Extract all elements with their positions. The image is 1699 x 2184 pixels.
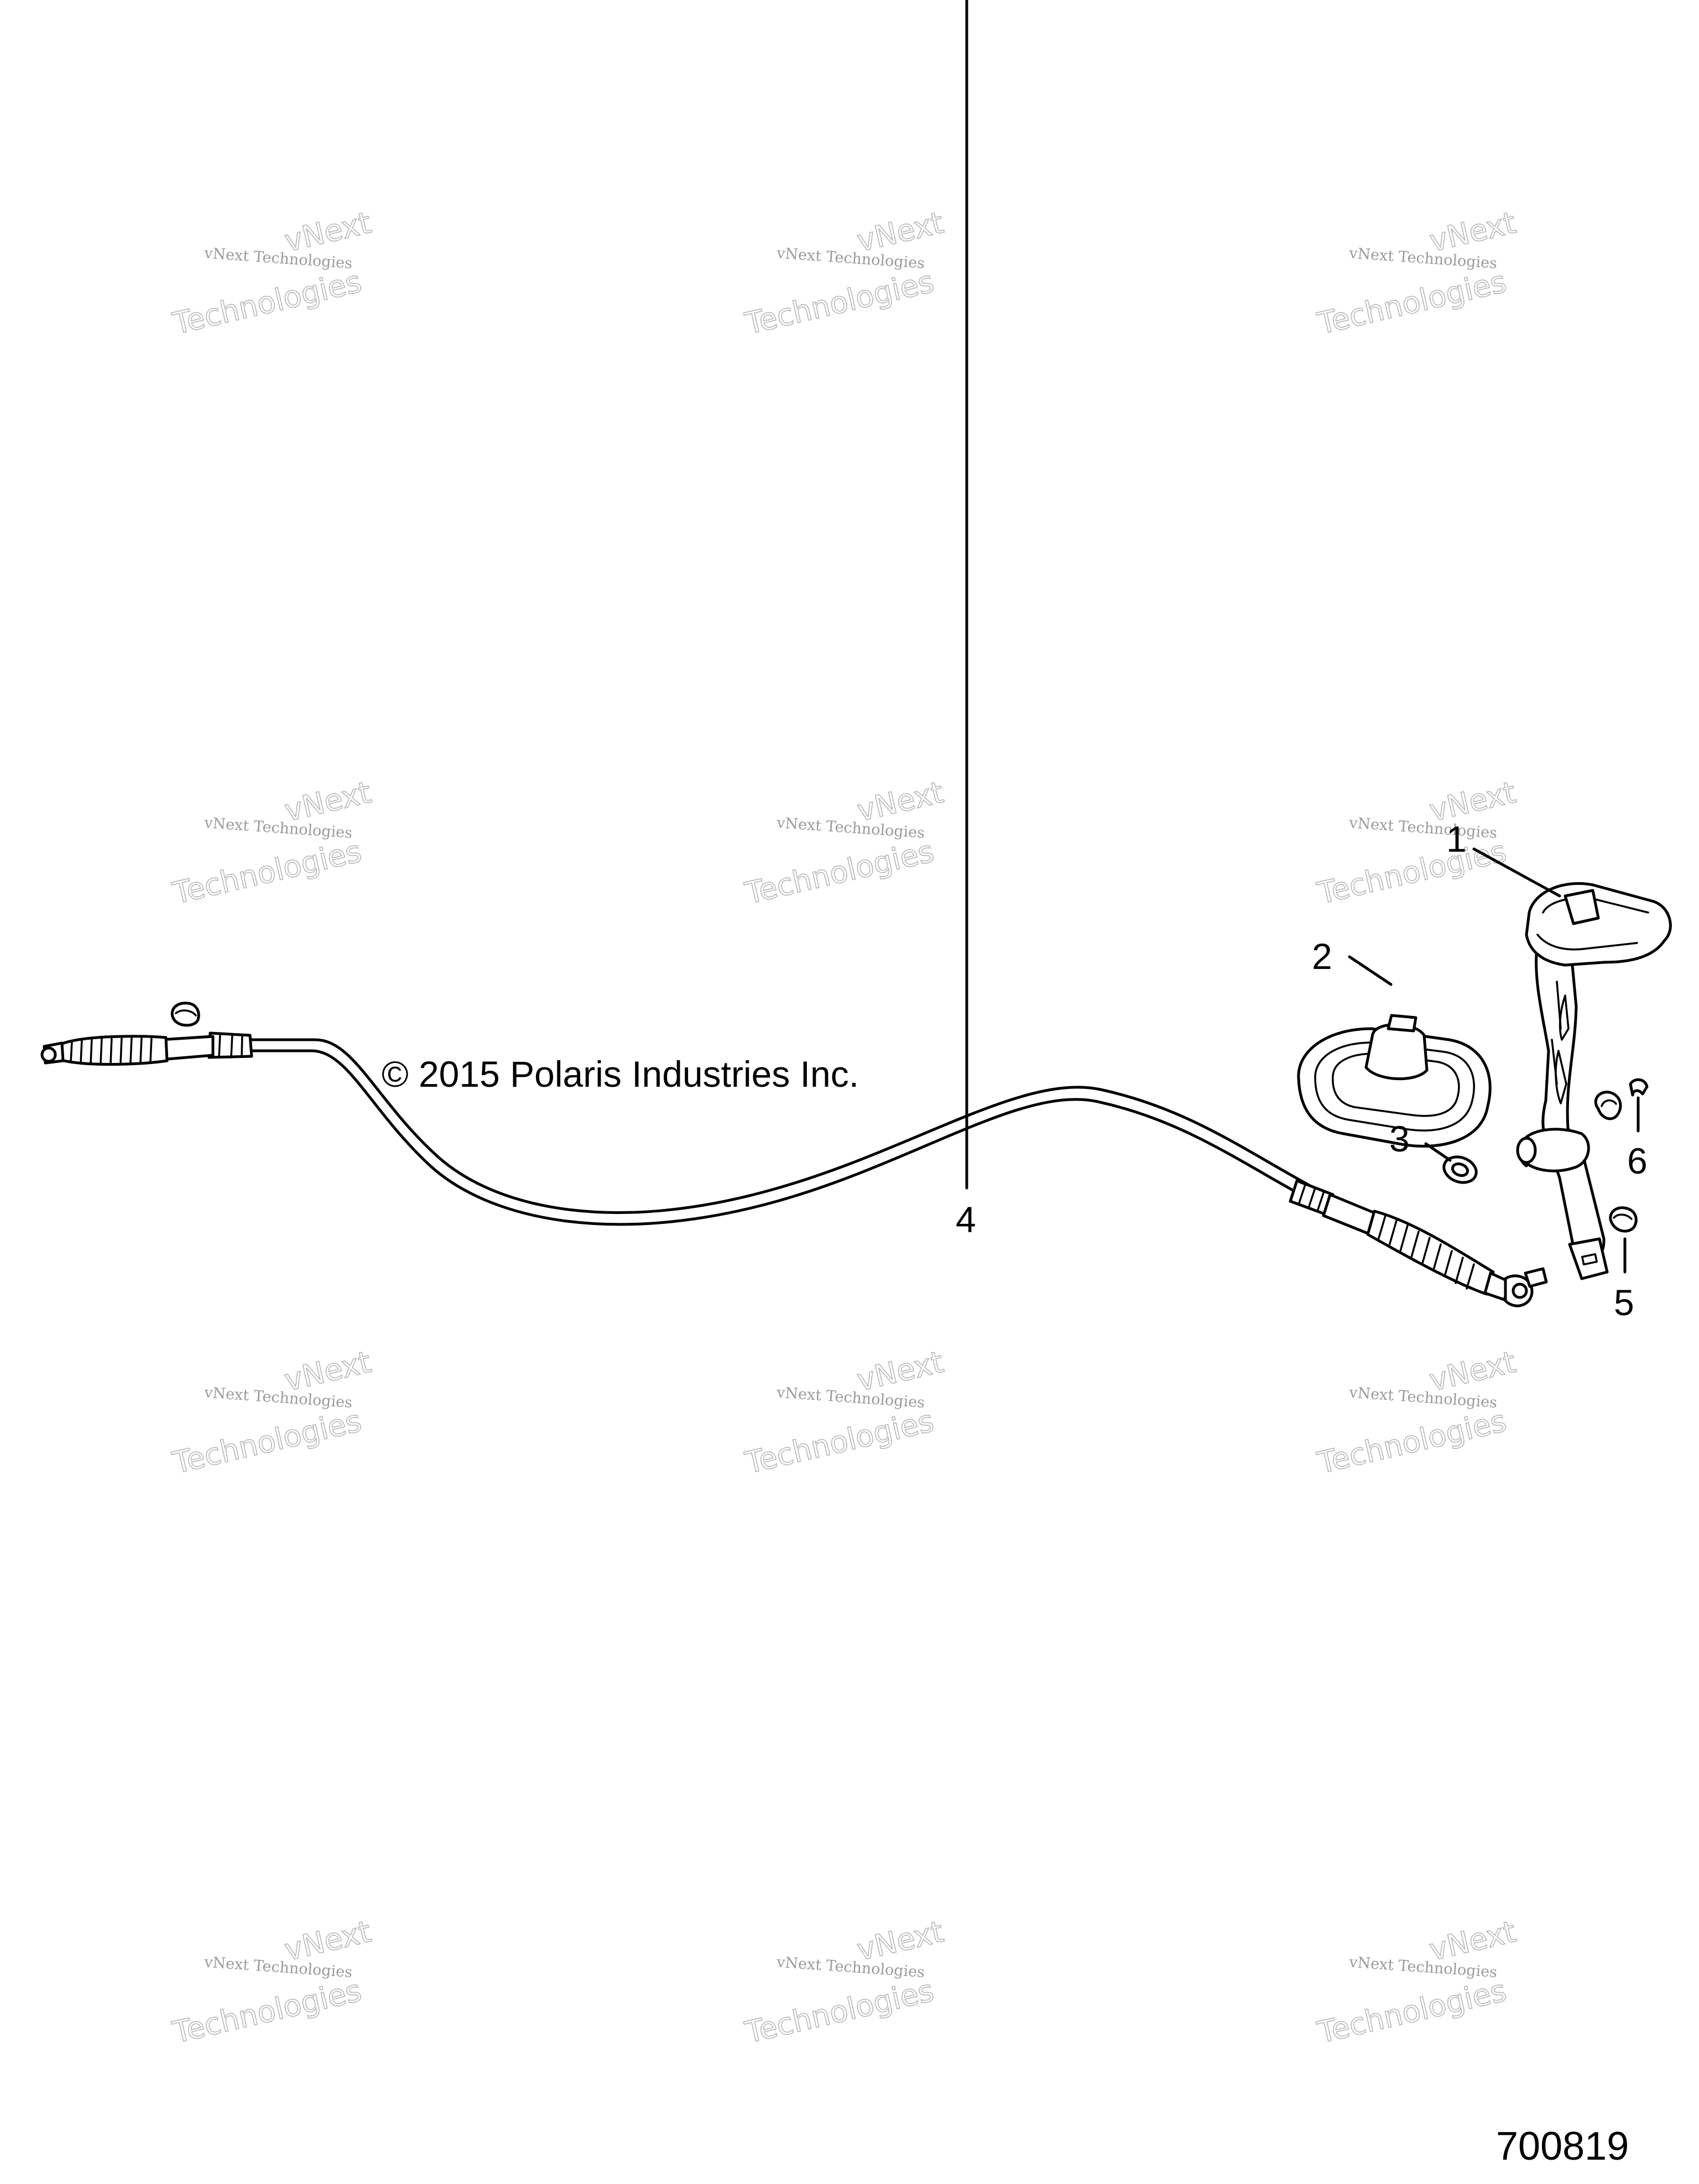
callout-labels: 1 2 3 4 5 6 xyxy=(956,819,1648,1323)
svg-text:Technologies: Technologies xyxy=(742,1973,937,2050)
watermark-layer: vNext Technologies vNext Technologies vN… xyxy=(169,205,1519,2051)
svg-text:Technologies: Technologies xyxy=(742,833,937,911)
watermark: vNext Technologies vNext Technologies xyxy=(1314,1914,1519,2051)
callout-5: 5 xyxy=(1614,1282,1634,1323)
watermark: vNext Technologies vNext Technologies xyxy=(741,1344,947,1481)
svg-text:Technologies: Technologies xyxy=(1314,833,1509,911)
callout-4: 4 xyxy=(956,1199,976,1240)
svg-text:Technologies: Technologies xyxy=(1314,264,1509,341)
svg-text:Technologies: Technologies xyxy=(742,1403,937,1481)
svg-text:Technologies: Technologies xyxy=(1314,1403,1509,1481)
callout-6: 6 xyxy=(1627,1140,1648,1181)
watermark: vNext Technologies vNext Technologies xyxy=(741,1914,947,2051)
callout-2: 2 xyxy=(1312,936,1332,977)
leader-3 xyxy=(1424,1142,1452,1162)
leader-1 xyxy=(1472,847,1561,898)
svg-text:Technologies: Technologies xyxy=(1314,1973,1509,2050)
watermark: vNext Technologies vNext Technologies xyxy=(1314,774,1519,911)
leader-2 xyxy=(1348,955,1393,986)
watermark: vNext Technologies vNext Technologies xyxy=(169,1344,374,1481)
svg-text:Technologies: Technologies xyxy=(742,264,937,341)
watermark: vNext Technologies vNext Technologies xyxy=(169,205,374,342)
svg-text:Technologies: Technologies xyxy=(169,1403,364,1481)
watermark: vNext Technologies vNext Technologies xyxy=(169,1914,374,2051)
svg-text:Technologies: Technologies xyxy=(169,1973,364,2050)
svg-text:Technologies: Technologies xyxy=(169,264,364,341)
washer xyxy=(1442,1155,1478,1184)
watermark: vNext Technologies vNext Technologies xyxy=(169,774,374,911)
watermark: vNext Technologies vNext Technologies xyxy=(1314,1344,1519,1481)
callout-3: 3 xyxy=(1389,1118,1410,1159)
callout-1: 1 xyxy=(1446,819,1467,859)
shift-boot xyxy=(1297,1014,1492,1148)
shift-knob-lever xyxy=(1516,882,1672,1280)
watermark: vNext Technologies vNext Technologies xyxy=(741,774,947,911)
cable-end-bushing xyxy=(170,1002,200,1027)
watermark: vNext Technologies vNext Technologies xyxy=(1314,205,1519,342)
leader-lines xyxy=(965,0,1640,1274)
retaining-clip xyxy=(1594,1078,1649,1120)
watermark: vNext Technologies vNext Technologies xyxy=(741,205,947,342)
svg-text:Technologies: Technologies xyxy=(169,833,364,911)
nut xyxy=(1609,1206,1638,1233)
shift-cable xyxy=(40,1002,1548,1307)
copyright-notice: © 2015 Polaris Industries Inc. xyxy=(382,1054,859,1094)
figure-number: 700819 xyxy=(1496,2124,1629,2169)
